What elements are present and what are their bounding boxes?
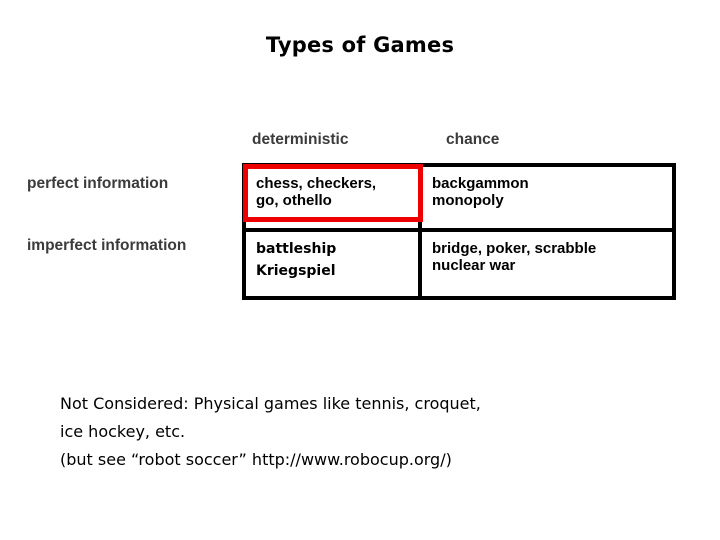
cell-perfect-chance: backgammon monopoly — [422, 167, 672, 228]
cell-imperfect-deterministic: battleship Kriegspiel — [246, 231, 422, 296]
footnote-line: (but see “robot soccer” http://www.roboc… — [60, 450, 452, 469]
row-header-perfect-information: perfect information — [27, 175, 169, 192]
cell-line: battleship — [256, 240, 337, 257]
page-title: Types of Games — [265, 33, 455, 57]
column-header-chance: chance — [446, 131, 500, 148]
game-types-matrix: chess, checkers, go, othello backgammon … — [242, 163, 676, 300]
footnote-line: Not Considered: Physical games like tenn… — [60, 394, 481, 413]
cell-imperfect-chance: bridge, poker, scrabble nuclear war — [422, 232, 672, 297]
row-header-imperfect-information: imperfect information — [27, 237, 187, 254]
cell-line: chess, checkers, — [256, 175, 377, 192]
cell-line: Kriegspiel — [256, 262, 336, 279]
cell-line: monopoly — [432, 192, 504, 209]
column-header-deterministic: deterministic — [252, 131, 349, 148]
cell-line: nuclear war — [432, 256, 516, 274]
cell-perfect-deterministic: chess, checkers, go, othello — [246, 167, 422, 228]
matrix-row-perfect-information: chess, checkers, go, othello backgammon … — [246, 167, 672, 232]
cell-line: bridge, poker, scrabble — [432, 239, 597, 257]
cell-line: backgammon — [432, 175, 529, 192]
cell-line: go, othello — [256, 192, 332, 209]
footnote-text: Not Considered: Physical games like tenn… — [60, 390, 660, 474]
footnote-line: ice hockey, etc. — [60, 422, 186, 441]
matrix-row-imperfect-information: battleship Kriegspiel bridge, poker, scr… — [246, 231, 672, 297]
